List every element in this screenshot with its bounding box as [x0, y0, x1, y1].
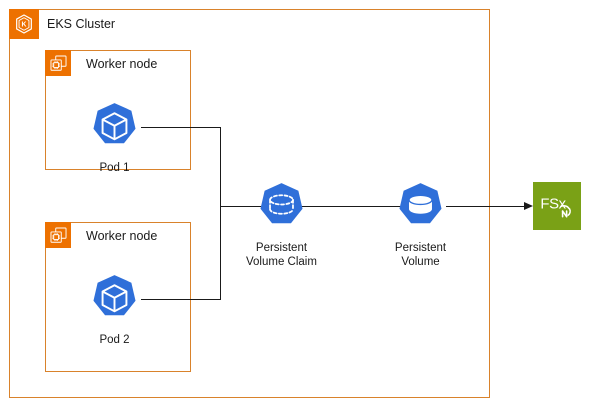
pod-1-label: Pod 1	[99, 162, 130, 174]
worker-node-label-2: Worker node	[86, 229, 158, 243]
persistent-volume-label: Persistent Volume	[394, 242, 447, 268]
connector-pod2-to-bus	[141, 299, 221, 301]
worker-node-icon	[45, 50, 71, 76]
persistent-volume-icon	[394, 180, 447, 238]
persistent-volume-claim-icon	[255, 180, 308, 238]
fsx-netapp-ontap-node[interactable]: FSx	[533, 182, 581, 230]
pod-2-label: Pod 2	[99, 334, 130, 346]
connector-pod1-to-bus	[141, 127, 221, 129]
eks-cluster-icon: K	[9, 9, 39, 39]
eks-cluster-label: EKS Cluster	[47, 17, 116, 31]
persistent-volume-claim-node[interactable]: Persistent Volume Claim	[246, 180, 317, 269]
pod-cube-icon	[88, 272, 141, 330]
fsx-netapp-ontap-icon: FSx	[536, 185, 578, 227]
worker-node-group-2	[45, 222, 191, 372]
connector-vertical-bus	[220, 127, 222, 300]
arrowhead-icon	[524, 202, 533, 210]
connector-pv-to-fsx	[446, 206, 526, 208]
svg-text:K: K	[22, 21, 27, 28]
pod-1-node[interactable]: Pod 1	[88, 100, 141, 176]
worker-node-label-1: Worker node	[86, 57, 158, 71]
pod-cube-icon	[88, 100, 141, 158]
svg-text:FSx: FSx	[540, 197, 566, 213]
pod-2-node[interactable]: Pod 2	[88, 272, 141, 348]
connector-pvc-to-pv	[298, 206, 414, 208]
persistent-volume-claim-label: Persistent Volume Claim	[246, 242, 317, 268]
worker-node-icon	[45, 222, 71, 248]
persistent-volume-node[interactable]: Persistent Volume	[394, 180, 447, 269]
eks-cluster-group	[9, 9, 490, 398]
connector-bus-to-pvc	[220, 206, 262, 208]
worker-node-group-1	[45, 50, 191, 170]
